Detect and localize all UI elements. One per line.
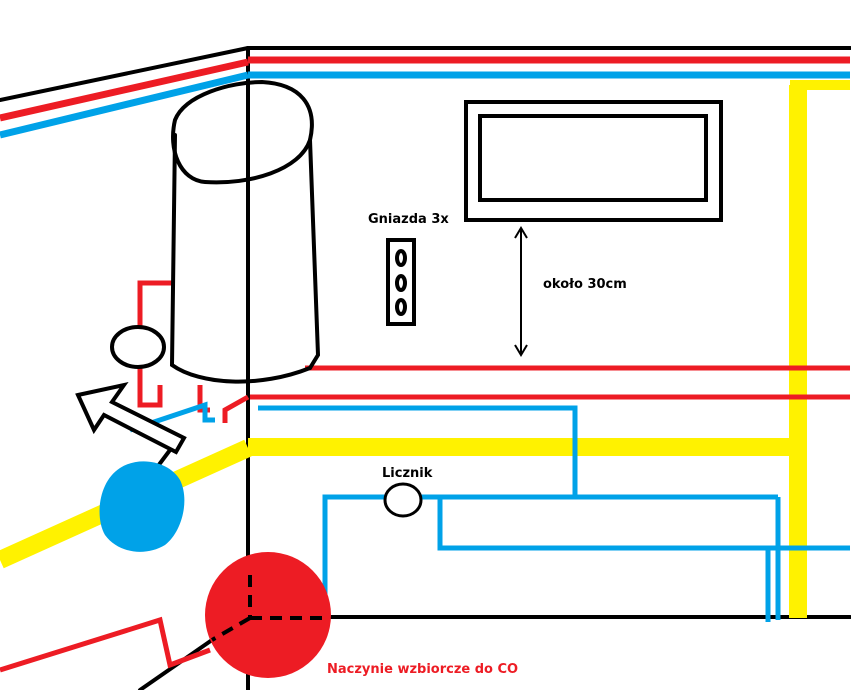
distance-label: około 30cm: [543, 277, 627, 292]
direction-arrow: [75, 381, 187, 472]
distance-arrow: [514, 226, 528, 357]
sockets-label: Gniazda 3x: [368, 212, 449, 227]
hot-water-pipes: [0, 56, 850, 673]
window: [464, 100, 723, 222]
meter-icon: [383, 482, 423, 518]
cold-water-blob: [99, 461, 185, 552]
expansion-vessel: [205, 552, 331, 678]
socket-strip: [386, 238, 416, 326]
meter-label: Licznik: [382, 466, 433, 481]
valve-circle: [110, 325, 166, 369]
water-heater-cylinder: [169, 79, 321, 384]
expansion-vessel-label: Naczynie wzbiorcze do CO: [327, 662, 519, 677]
cold-water-pipes: [0, 71, 850, 622]
